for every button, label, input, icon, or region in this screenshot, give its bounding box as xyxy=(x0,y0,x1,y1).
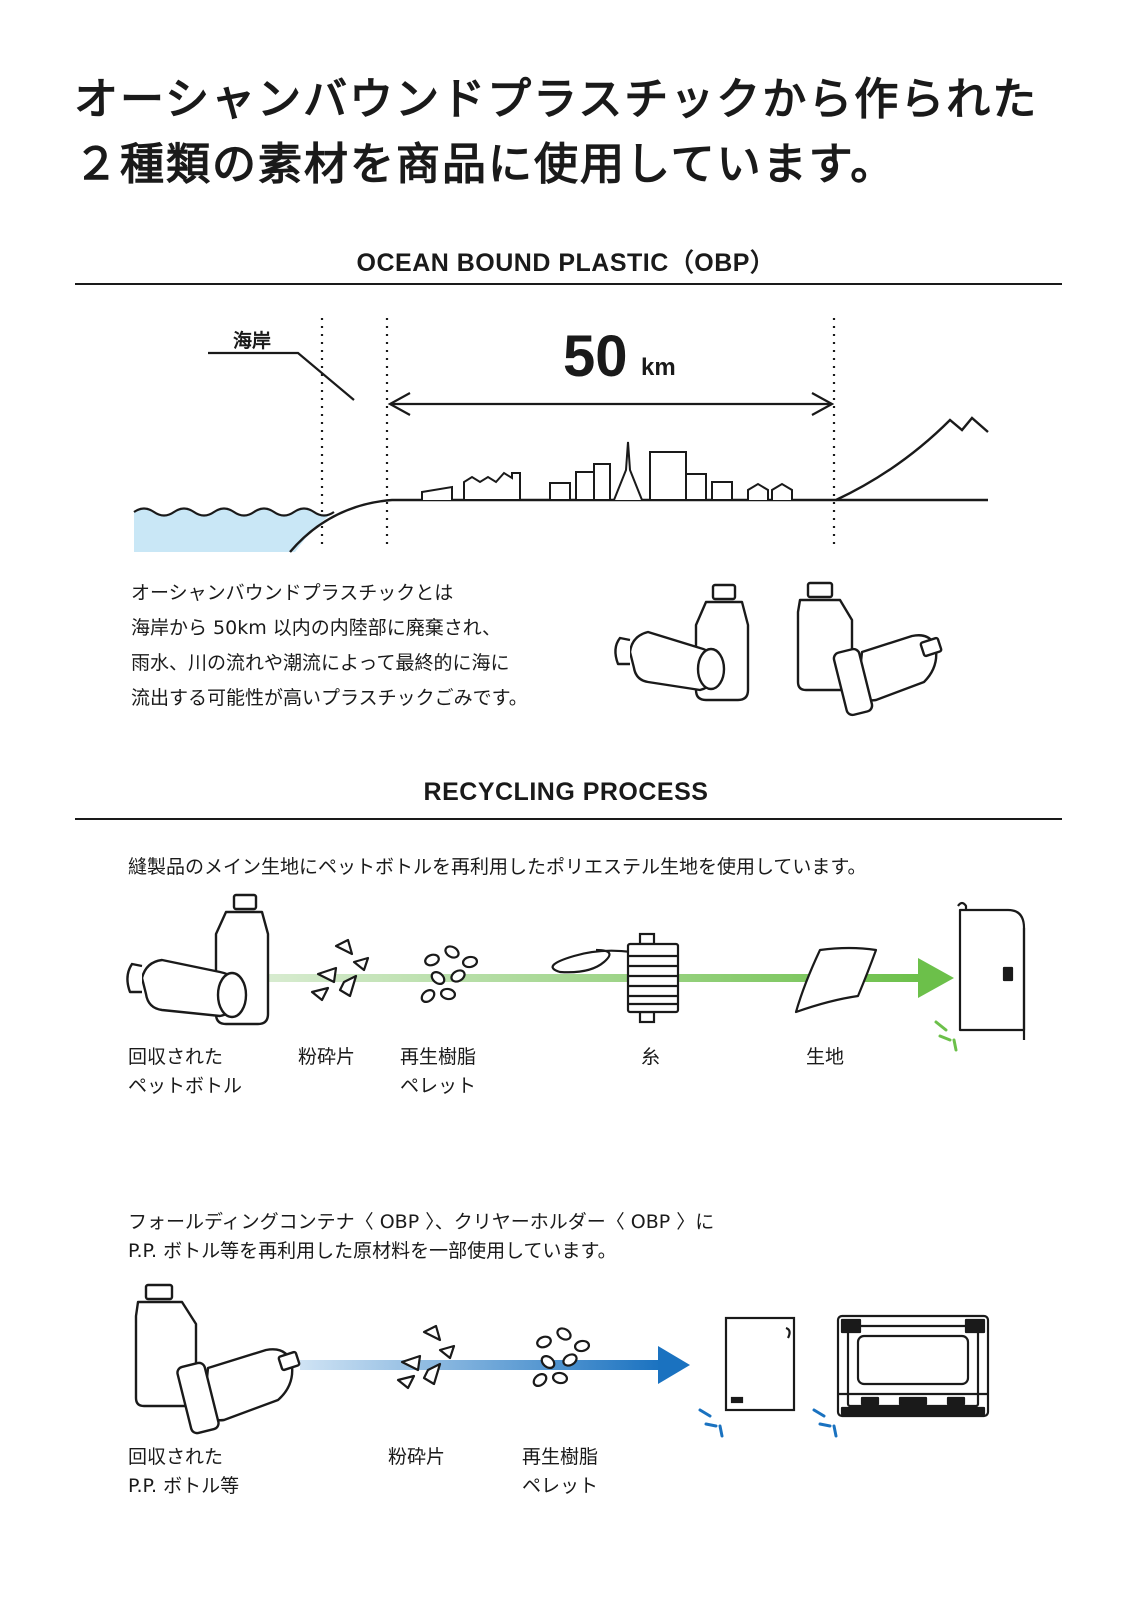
factory xyxy=(463,471,521,501)
headline-line-2: ２種類の素材を商品に使用しています。 xyxy=(74,139,897,190)
recycled-pp-bottle-icon xyxy=(134,1283,301,1435)
pet-step-pellets: 再生樹脂 ペレット xyxy=(400,1043,476,1101)
bottle-cap xyxy=(711,583,737,601)
building-low xyxy=(421,485,453,500)
step-label-line: 回収された xyxy=(128,1446,224,1468)
obp-description-line: 雨水、川の流れや潮流によって最終的に海に xyxy=(131,652,510,674)
building-2 xyxy=(575,471,595,501)
coast-leader-line xyxy=(208,351,355,401)
distance-unit: km xyxy=(641,354,676,381)
pp-step-flakes: 粉砕片 xyxy=(388,1443,445,1472)
step-label-line: ペレット xyxy=(400,1075,477,1097)
obp-description-line: 流出する可能性が高いプラスチックごみです。 xyxy=(131,687,528,709)
container-sparkle xyxy=(812,1408,838,1438)
pp-step-pellets: 再生樹脂 ペレット xyxy=(522,1443,598,1501)
house-1 xyxy=(747,482,769,500)
pp-pellets-icon xyxy=(532,1327,591,1388)
sea-waves xyxy=(133,507,335,517)
obp-bottles-pet xyxy=(614,583,750,702)
distance-arrow-left-head xyxy=(387,392,411,416)
pet-pellets-icon xyxy=(420,945,479,1004)
step-label-line: 再生樹脂 xyxy=(400,1046,477,1068)
pouch-product-icon xyxy=(957,901,1026,1040)
house-2 xyxy=(771,482,793,500)
pet-panel-description: 縫製品のメイン生地にペットボトルを再利用したポリエステル生地を使用しています。 xyxy=(128,856,867,878)
step-label-line: 生地 xyxy=(806,1046,845,1068)
pet-flow-bar xyxy=(258,974,923,982)
step-label-line: P.P. ボトル等 xyxy=(128,1475,240,1497)
clear-holder-icon xyxy=(724,1316,796,1412)
recycling-section-rule xyxy=(75,818,1062,820)
pp-flakes-icon xyxy=(396,1324,456,1390)
step-label-line: ペレット xyxy=(522,1475,599,1497)
obp-description-line: オーシャンバウンドプラスチックとは xyxy=(131,582,454,604)
folding-container-icon xyxy=(836,1314,990,1418)
pp-step-recycled-bottle: 回収された P.P. ボトル等 xyxy=(128,1443,239,1501)
recycling-section-title: RECYCLING PROCESS xyxy=(423,778,709,806)
step-label-line: 粉砕片 xyxy=(388,1446,446,1468)
building-4 xyxy=(685,473,707,501)
obp-section-rule xyxy=(75,283,1062,285)
pp-flow-bar xyxy=(300,1360,662,1370)
pp-description-line: P.P. ボトル等を再利用した原材料を一部使用しています。 xyxy=(128,1240,617,1262)
jug-cap xyxy=(806,581,834,599)
pet-step-recycled-bottle: 回収された ペットボトル xyxy=(128,1043,242,1101)
building-3 xyxy=(593,463,611,501)
coast-label: 海岸 xyxy=(233,330,272,352)
distance-arrow-right-head xyxy=(811,392,835,416)
recycled-pet-bottle-icon xyxy=(126,893,270,1026)
step-label-line: 粉砕片 xyxy=(298,1046,356,1068)
obp-section-title: OCEAN BOUND PLASTIC（OBP） xyxy=(356,249,776,277)
pet-step-yarn: 糸 xyxy=(641,1043,660,1072)
pet-step-fabric: 生地 xyxy=(806,1043,844,1072)
ground-line xyxy=(289,416,989,553)
obp-description: オーシャンバウンドプラスチックとは 海岸から 50km 以内の内陸部に廃棄され、… xyxy=(131,576,528,716)
step-label-line: 糸 xyxy=(641,1046,661,1068)
distance-value: 50 xyxy=(563,324,628,389)
fabric-sheet-icon xyxy=(794,946,878,1014)
pet-step-flakes: 粉砕片 xyxy=(298,1043,355,1072)
pp-flow-arrowhead xyxy=(658,1346,690,1384)
pouch-sparkle xyxy=(934,1020,958,1052)
pp-description-line: フォールディングコンテナ〈 OBP 〉、クリヤーホルダー〈 OBP 〉に xyxy=(128,1211,715,1233)
lying-bottle-cap xyxy=(614,636,631,666)
lying-bottle-bottom xyxy=(696,647,726,691)
headline-line-1: オーシャンバウンドプラスチックから作られた xyxy=(74,74,1039,125)
pet-flow-arrowhead xyxy=(918,958,954,998)
building-tall xyxy=(649,451,687,501)
obp-bottles-pp xyxy=(796,581,943,717)
coast-diagram xyxy=(208,318,836,545)
building-1 xyxy=(549,482,571,501)
tower xyxy=(613,441,643,501)
pet-flakes-icon xyxy=(310,938,370,1002)
pp-panel-description: フォールディングコンテナ〈 OBP 〉、クリヤーホルダー〈 OBP 〉に P.P… xyxy=(128,1208,714,1266)
lying-jug-cap xyxy=(919,636,943,658)
step-label-line: 回収された xyxy=(128,1046,224,1068)
holder-sparkle xyxy=(698,1408,724,1438)
jug-handle xyxy=(832,647,874,717)
sea-water xyxy=(134,508,334,552)
step-label-line: ペットボトル xyxy=(128,1075,243,1097)
step-label-line: 再生樹脂 xyxy=(522,1446,599,1468)
building-5 xyxy=(711,481,733,501)
yarn-spool-icon xyxy=(551,932,680,1024)
obp-description-line: 海岸から 50km 以内の内陸部に廃棄され、 xyxy=(131,617,501,639)
city-skyline xyxy=(421,441,793,501)
